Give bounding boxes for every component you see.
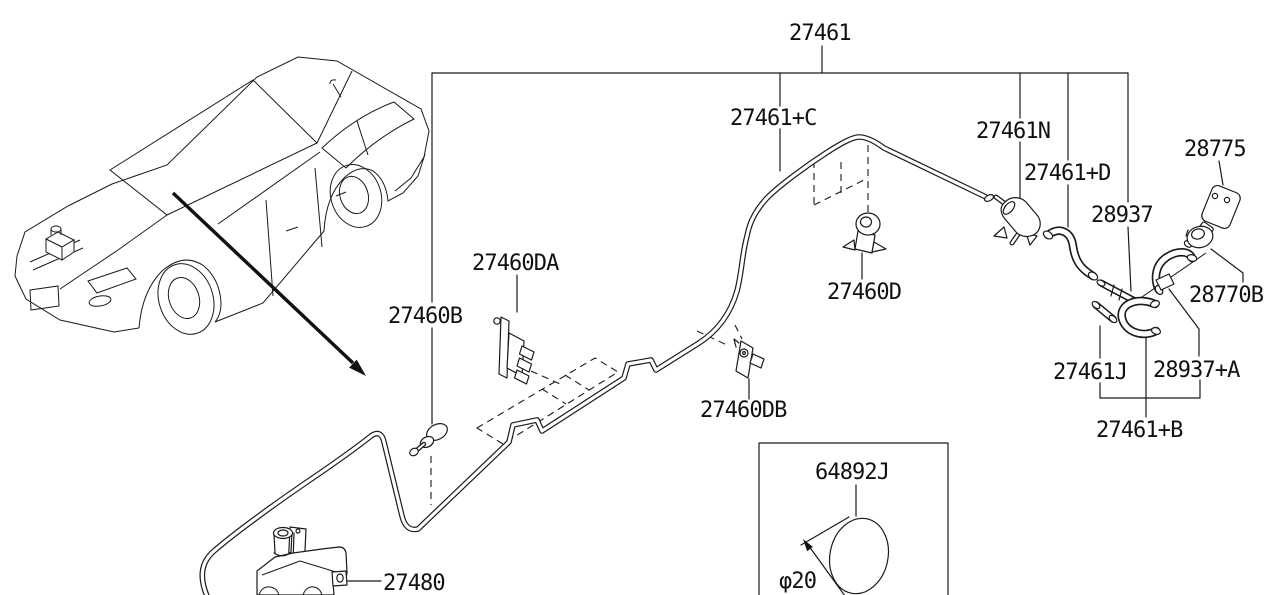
- washer-tube-assembly: [199, 134, 995, 595]
- part-grommet-27460D: [842, 212, 887, 254]
- part-clip-27460DA: [493, 316, 535, 385]
- part-tube-27461J: [1091, 300, 1118, 324]
- label-28937A[interactable]: 28937+A: [1153, 358, 1241, 383]
- part-front-nozzle-27460B: [409, 423, 448, 457]
- label-64892J[interactable]: 64892J: [815, 460, 890, 485]
- label-27461D[interactable]: 27461+D: [1024, 161, 1111, 186]
- label-phi20: φ20: [779, 569, 816, 594]
- label-27460DB[interactable]: 27460DB: [700, 398, 788, 423]
- headlight-outline: [87, 267, 137, 294]
- part-hose-27461D: [1042, 226, 1099, 281]
- label-28770B[interactable]: 28770B: [1189, 283, 1265, 308]
- part-hose-27461B: [1117, 296, 1162, 339]
- label-28937[interactable]: 28937: [1091, 203, 1154, 228]
- part-labels: 27461 27461+C 27461N 27461+D 28937 28775…: [383, 21, 1265, 595]
- label-28775[interactable]: 28775: [1184, 137, 1247, 162]
- construction-dashed-lines: [430, 145, 869, 505]
- front-wheel: [157, 263, 215, 335]
- part-check-valve-27461N: [993, 194, 1041, 246]
- part-washer-tank-27480: [256, 526, 348, 595]
- hole-circle: [828, 517, 890, 595]
- rear-wheel: [329, 164, 383, 228]
- washer-tank-location-marker: [44, 225, 76, 261]
- windshield-outline: [109, 79, 318, 216]
- label-27461N[interactable]: 27461N: [976, 119, 1051, 144]
- vehicle-illustration: [14, 56, 430, 335]
- inset-detail-box: [758, 442, 949, 595]
- part-clip-27460DB: [733, 338, 765, 379]
- location-arrow: [171, 191, 366, 376]
- label-27480[interactable]: 27480: [383, 571, 446, 595]
- label-27460DA[interactable]: 27460DA: [472, 251, 560, 276]
- part-hose-to-rear-nozzle: [1151, 248, 1198, 296]
- label-27461B[interactable]: 27461+B: [1096, 418, 1184, 443]
- label-27461C[interactable]: 27461+C: [730, 106, 817, 131]
- label-27461[interactable]: 27461: [789, 21, 852, 46]
- lower-bracket-line: [1099, 379, 1201, 399]
- label-27461J[interactable]: 27461J: [1053, 360, 1128, 385]
- label-27460B[interactable]: 27460B: [388, 304, 464, 329]
- label-27460D[interactable]: 27460D: [827, 280, 902, 305]
- hose-clamp-28937A: [1155, 273, 1175, 291]
- dimension-arrowhead: [803, 539, 813, 552]
- callout-lines: [346, 45, 1244, 582]
- part-rear-grommet-28770B: [1185, 225, 1214, 249]
